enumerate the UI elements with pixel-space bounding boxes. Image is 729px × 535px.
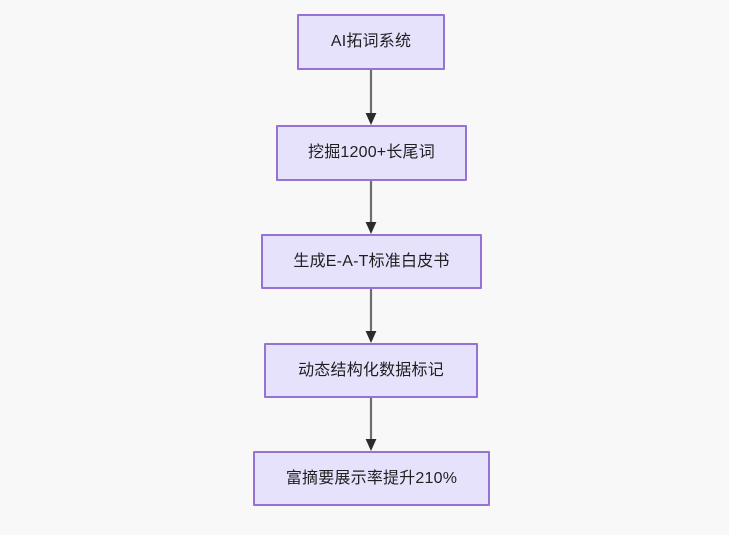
flow-node-ai-keyword-system[interactable]: AI拓词系统 [297, 14, 445, 70]
edge-n3-n4 [362, 289, 380, 343]
flow-node-generate-eat-whitepaper[interactable]: 生成E-A-T标准白皮书 [261, 234, 482, 289]
flow-node-mine-longtail-keywords[interactable]: 挖掘1200+长尾词 [276, 125, 467, 181]
arrow-down-icon [365, 181, 377, 234]
arrow-down-icon [365, 398, 377, 451]
arrow-down-icon [365, 289, 377, 343]
edge-n4-n5 [362, 398, 380, 451]
edge-n1-n2 [362, 70, 380, 125]
arrow-down-icon [365, 70, 377, 125]
flow-node-dynamic-structured-data-markup[interactable]: 动态结构化数据标记 [264, 343, 478, 398]
flow-node-label: 挖掘1200+长尾词 [308, 144, 435, 161]
edge-n2-n3 [362, 181, 380, 234]
flow-node-label: 富摘要展示率提升210% [285, 469, 458, 487]
flow-node-label: AI拓词系统 [330, 33, 412, 50]
flow-node-label: 生成E-A-T标准白皮书 [293, 252, 450, 270]
flow-node-rich-snippet-rate-increase[interactable]: 富摘要展示率提升210% [253, 451, 490, 506]
flow-node-label: 动态结构化数据标记 [298, 361, 444, 379]
